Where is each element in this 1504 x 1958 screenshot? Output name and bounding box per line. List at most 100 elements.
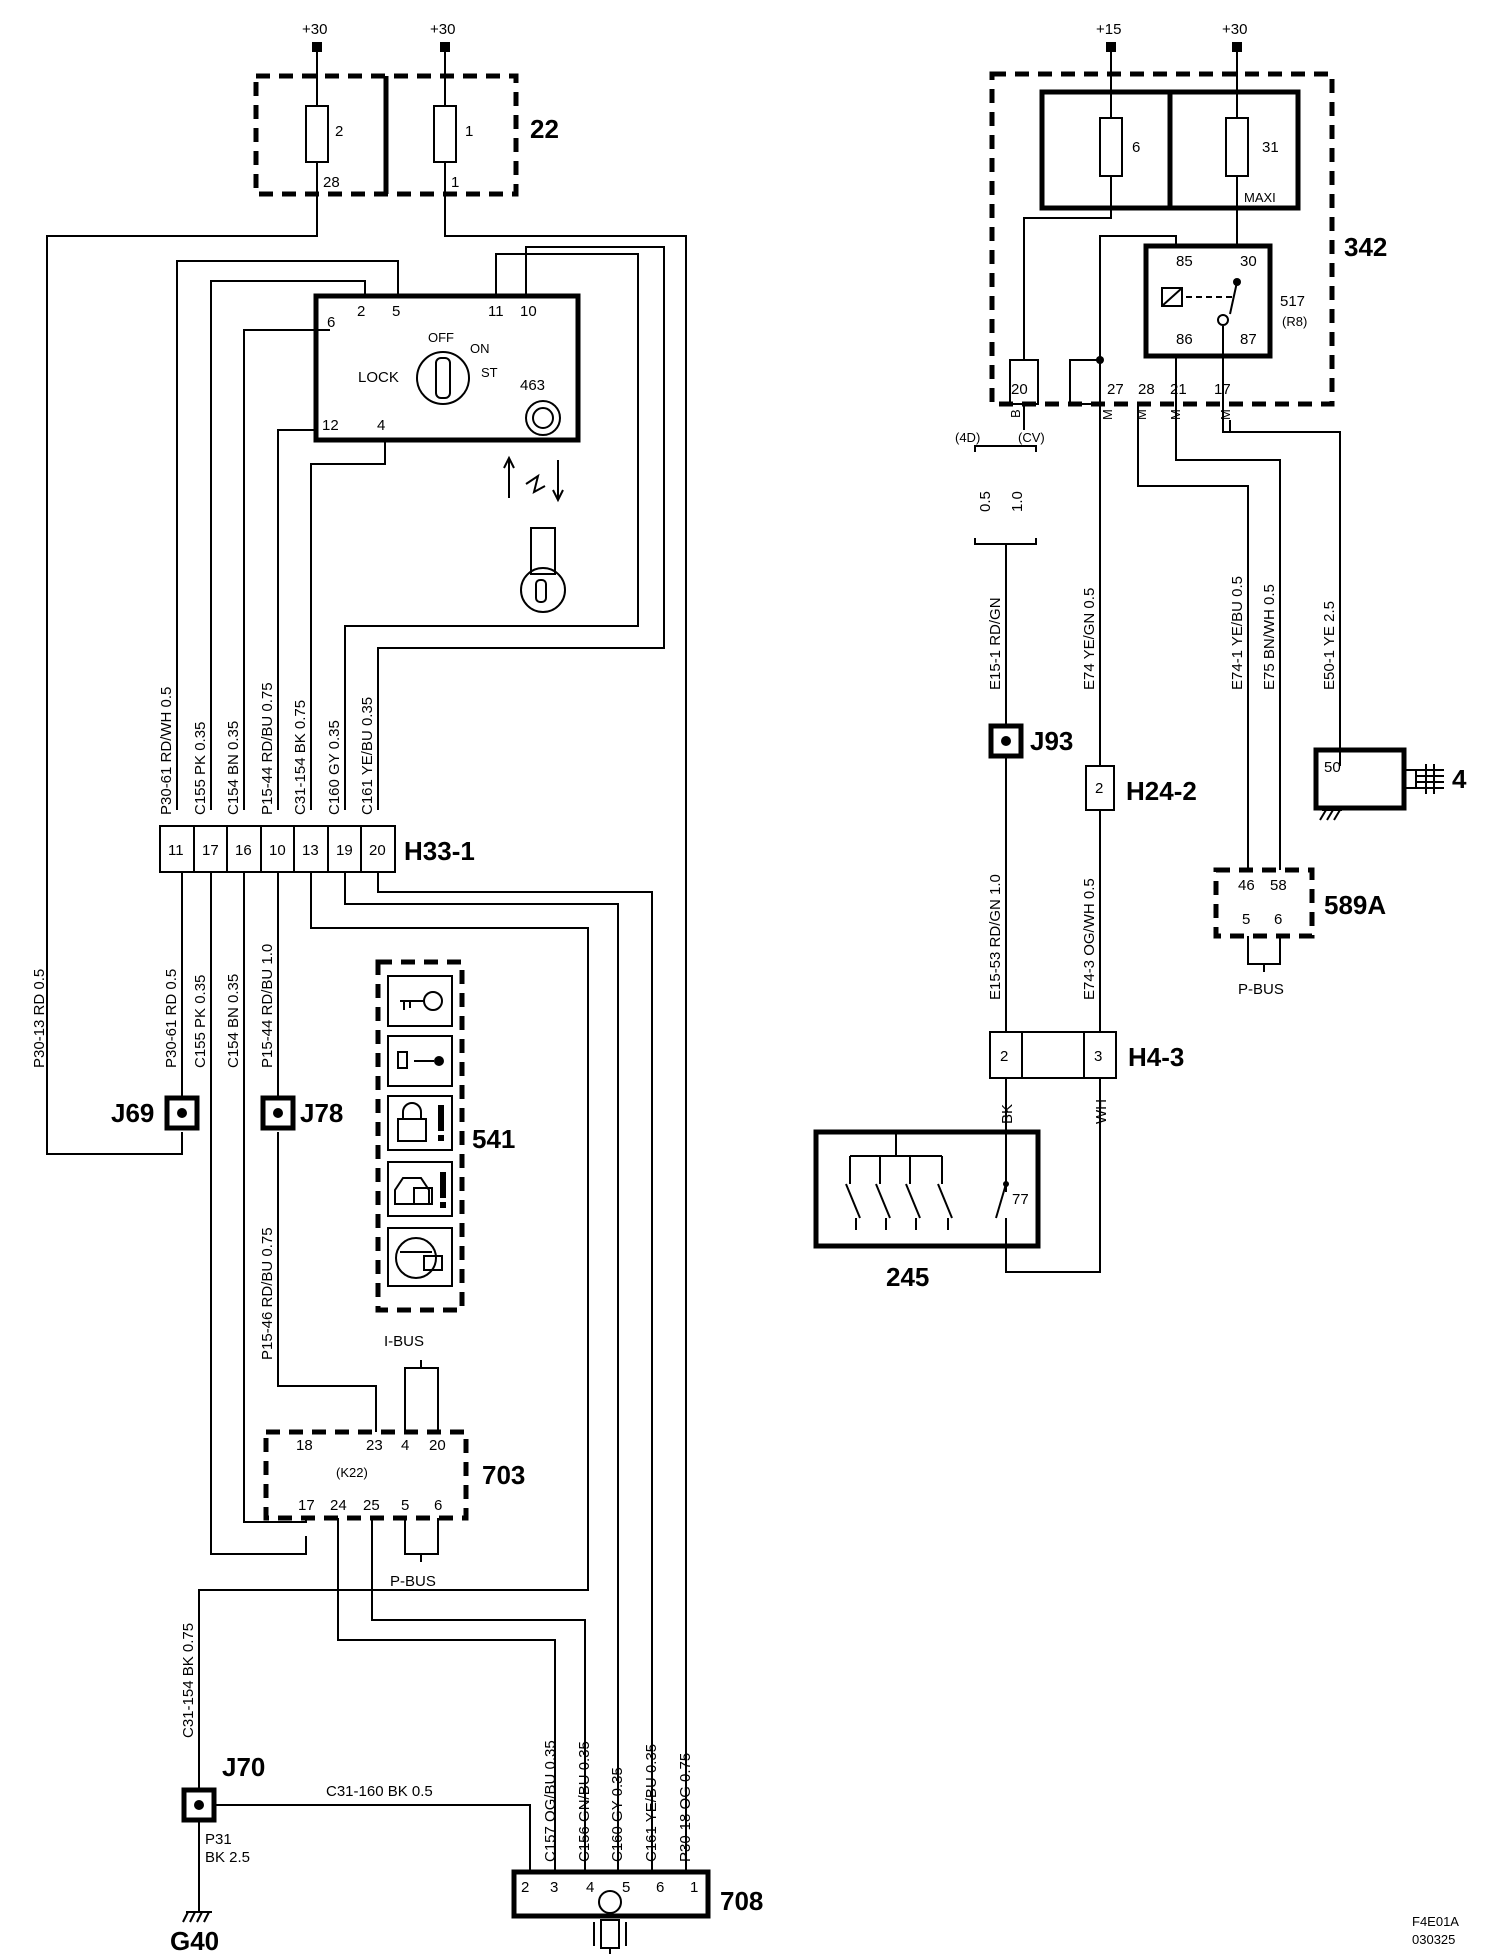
svg-text:27: 27	[1107, 381, 1124, 398]
svg-text:+30: +30	[302, 21, 327, 38]
ground-symbol-starter-icon	[1319, 809, 1342, 821]
svg-text:4: 4	[586, 1879, 594, 1896]
svg-text:708: 708	[720, 1886, 763, 1916]
svg-text:25: 25	[363, 1497, 380, 1514]
svg-text:3: 3	[1094, 1048, 1102, 1065]
svg-text:WH: WH	[1093, 1099, 1110, 1124]
junction-j78: J78	[260, 1095, 343, 1131]
connector-h33-1: 11 17 16 10 13 19 20 H33-1	[159, 825, 475, 873]
svg-text:5: 5	[401, 1497, 409, 1514]
key-symbol-icon	[400, 991, 443, 1011]
svg-text:C155 PK 0.35: C155 PK 0.35	[192, 975, 209, 1068]
svg-text:P30-18 OG 0.75: P30-18 OG 0.75	[677, 1753, 694, 1862]
svg-text:C31-160 BK 0.5: C31-160 BK 0.5	[326, 1783, 433, 1800]
svg-text:H33-1: H33-1	[404, 836, 475, 866]
svg-text:87: 87	[1240, 331, 1257, 348]
svg-text:463: 463	[520, 377, 545, 394]
i-bus: I-BUS	[384, 1333, 439, 1432]
svg-text:E74 YE/GN 0.5: E74 YE/GN 0.5	[1081, 588, 1098, 690]
junction-j70: J70	[181, 1752, 265, 1823]
svg-text:85: 85	[1176, 253, 1193, 270]
ring-antenna-463-icon	[525, 400, 561, 436]
drawing-date: 030325	[1412, 1932, 1455, 1947]
junction-j93: J93	[988, 723, 1073, 759]
connector-589a: 46 58 5 6 589A	[1213, 867, 1386, 939]
svg-text:P30-61 RD 0.5: P30-61 RD 0.5	[163, 969, 180, 1068]
svg-text:BK 2.5: BK 2.5	[205, 1849, 250, 1866]
supply-plus30-b: +30	[430, 21, 455, 100]
selector-contacts-icon	[845, 1132, 1009, 1246]
svg-text:+30: +30	[1222, 21, 1247, 38]
svg-text:E50-1 YE 2.5: E50-1 YE 2.5	[1321, 601, 1338, 690]
relay-coil-icon	[1161, 278, 1241, 326]
ignition-switch-20: 6 2 5 11 10 12 4 LOCK OFF ON ST 463	[313, 293, 581, 443]
svg-text:(R8): (R8)	[1282, 314, 1307, 329]
svg-text:P15-46 RD/BU 0.75: P15-46 RD/BU 0.75	[259, 1227, 276, 1360]
svg-text:6: 6	[434, 1497, 442, 1514]
svg-text:28: 28	[323, 174, 340, 191]
svg-text:12: 12	[322, 417, 339, 434]
svg-text:1.0: 1.0	[1009, 491, 1026, 512]
svg-text:J78: J78	[300, 1098, 343, 1128]
svg-text:0.5: 0.5	[977, 491, 994, 512]
svg-text:C155 PK 0.35: C155 PK 0.35	[192, 722, 209, 815]
svg-text:3: 3	[550, 1879, 558, 1896]
fuse-box-22: 2 28 1 1 22	[253, 73, 559, 197]
h33-bottom-wire-labels: P30-13 RD 0.5 P30-61 RD 0.5 C155 PK 0.35…	[31, 944, 276, 1360]
svg-text:31: 31	[1262, 139, 1279, 156]
supply-plus30-a: +30	[302, 21, 327, 100]
svg-text:24: 24	[330, 1497, 347, 1514]
svg-text:I-BUS: I-BUS	[384, 1333, 424, 1350]
svg-text:C31-154 BK 0.75: C31-154 BK 0.75	[180, 1623, 197, 1738]
svg-text:H24-2: H24-2	[1126, 776, 1197, 806]
svg-text:ON: ON	[470, 341, 490, 356]
svg-text:J70: J70	[222, 1752, 265, 1782]
svg-text:21: 21	[1170, 381, 1187, 398]
svg-text:J69: J69	[111, 1098, 154, 1128]
svg-text:6: 6	[1274, 911, 1282, 928]
svg-text:J93: J93	[1030, 726, 1073, 756]
svg-text:M: M	[1218, 409, 1233, 420]
svg-text:(4D): (4D)	[955, 430, 980, 445]
svg-text:H4-3: H4-3	[1128, 1042, 1184, 1072]
info-display-541: 541	[375, 959, 515, 1313]
svg-text:P-BUS: P-BUS	[1238, 981, 1284, 998]
svg-text:B: B	[1008, 409, 1023, 418]
svg-text:1: 1	[690, 1879, 698, 1896]
svg-text:+30: +30	[430, 21, 455, 38]
svg-text:6: 6	[656, 1879, 664, 1896]
svg-text:13: 13	[302, 842, 319, 859]
junction-j69: J69	[111, 1095, 200, 1131]
svg-text:6: 6	[327, 314, 335, 331]
svg-text:C154 BN 0.35: C154 BN 0.35	[225, 721, 242, 815]
drawing-code: F4E01A	[1412, 1914, 1459, 1929]
steering-lock-708: 2 3 4 5 6 1 708	[511, 1869, 763, 1954]
svg-text:16: 16	[235, 842, 252, 859]
svg-text:LOCK: LOCK	[358, 369, 399, 386]
m708-wire-labels: C157 OG/BU 0.35 C156 GN/BU 0.35 C160 GY …	[542, 1740, 694, 1862]
svg-text:17: 17	[202, 842, 219, 859]
svg-text:245: 245	[886, 1262, 929, 1292]
svg-text:M: M	[1134, 409, 1149, 420]
supply-plus15: +15	[1096, 21, 1121, 118]
svg-text:ST: ST	[481, 365, 498, 380]
svg-text:P31: P31	[205, 1831, 232, 1848]
starter-gear-icon	[1416, 764, 1444, 794]
svg-text:MAXI: MAXI	[1244, 190, 1276, 205]
svg-text:17: 17	[298, 1497, 315, 1514]
svg-text:30: 30	[1240, 253, 1257, 270]
svg-text:2: 2	[335, 123, 343, 140]
svg-text:2: 2	[1095, 780, 1103, 797]
svg-text:20: 20	[429, 1437, 446, 1454]
svg-text:OFF: OFF	[428, 330, 454, 345]
svg-text:2: 2	[521, 1879, 529, 1896]
svg-text:E15-53 RD/GN 1.0: E15-53 RD/GN 1.0	[987, 874, 1004, 1000]
svg-text:(K22): (K22)	[336, 1465, 368, 1480]
svg-text:P15-44 RD/BU 1.0: P15-44 RD/BU 1.0	[259, 944, 276, 1068]
svg-text:1: 1	[465, 123, 473, 140]
p-bus-703: P-BUS	[390, 1518, 439, 1590]
steering-lock-icon	[395, 1237, 443, 1279]
svg-text:E74-3 OG/WH 0.5: E74-3 OG/WH 0.5	[1081, 878, 1098, 1000]
svg-text:C154 BN 0.35: C154 BN 0.35	[225, 974, 242, 1068]
